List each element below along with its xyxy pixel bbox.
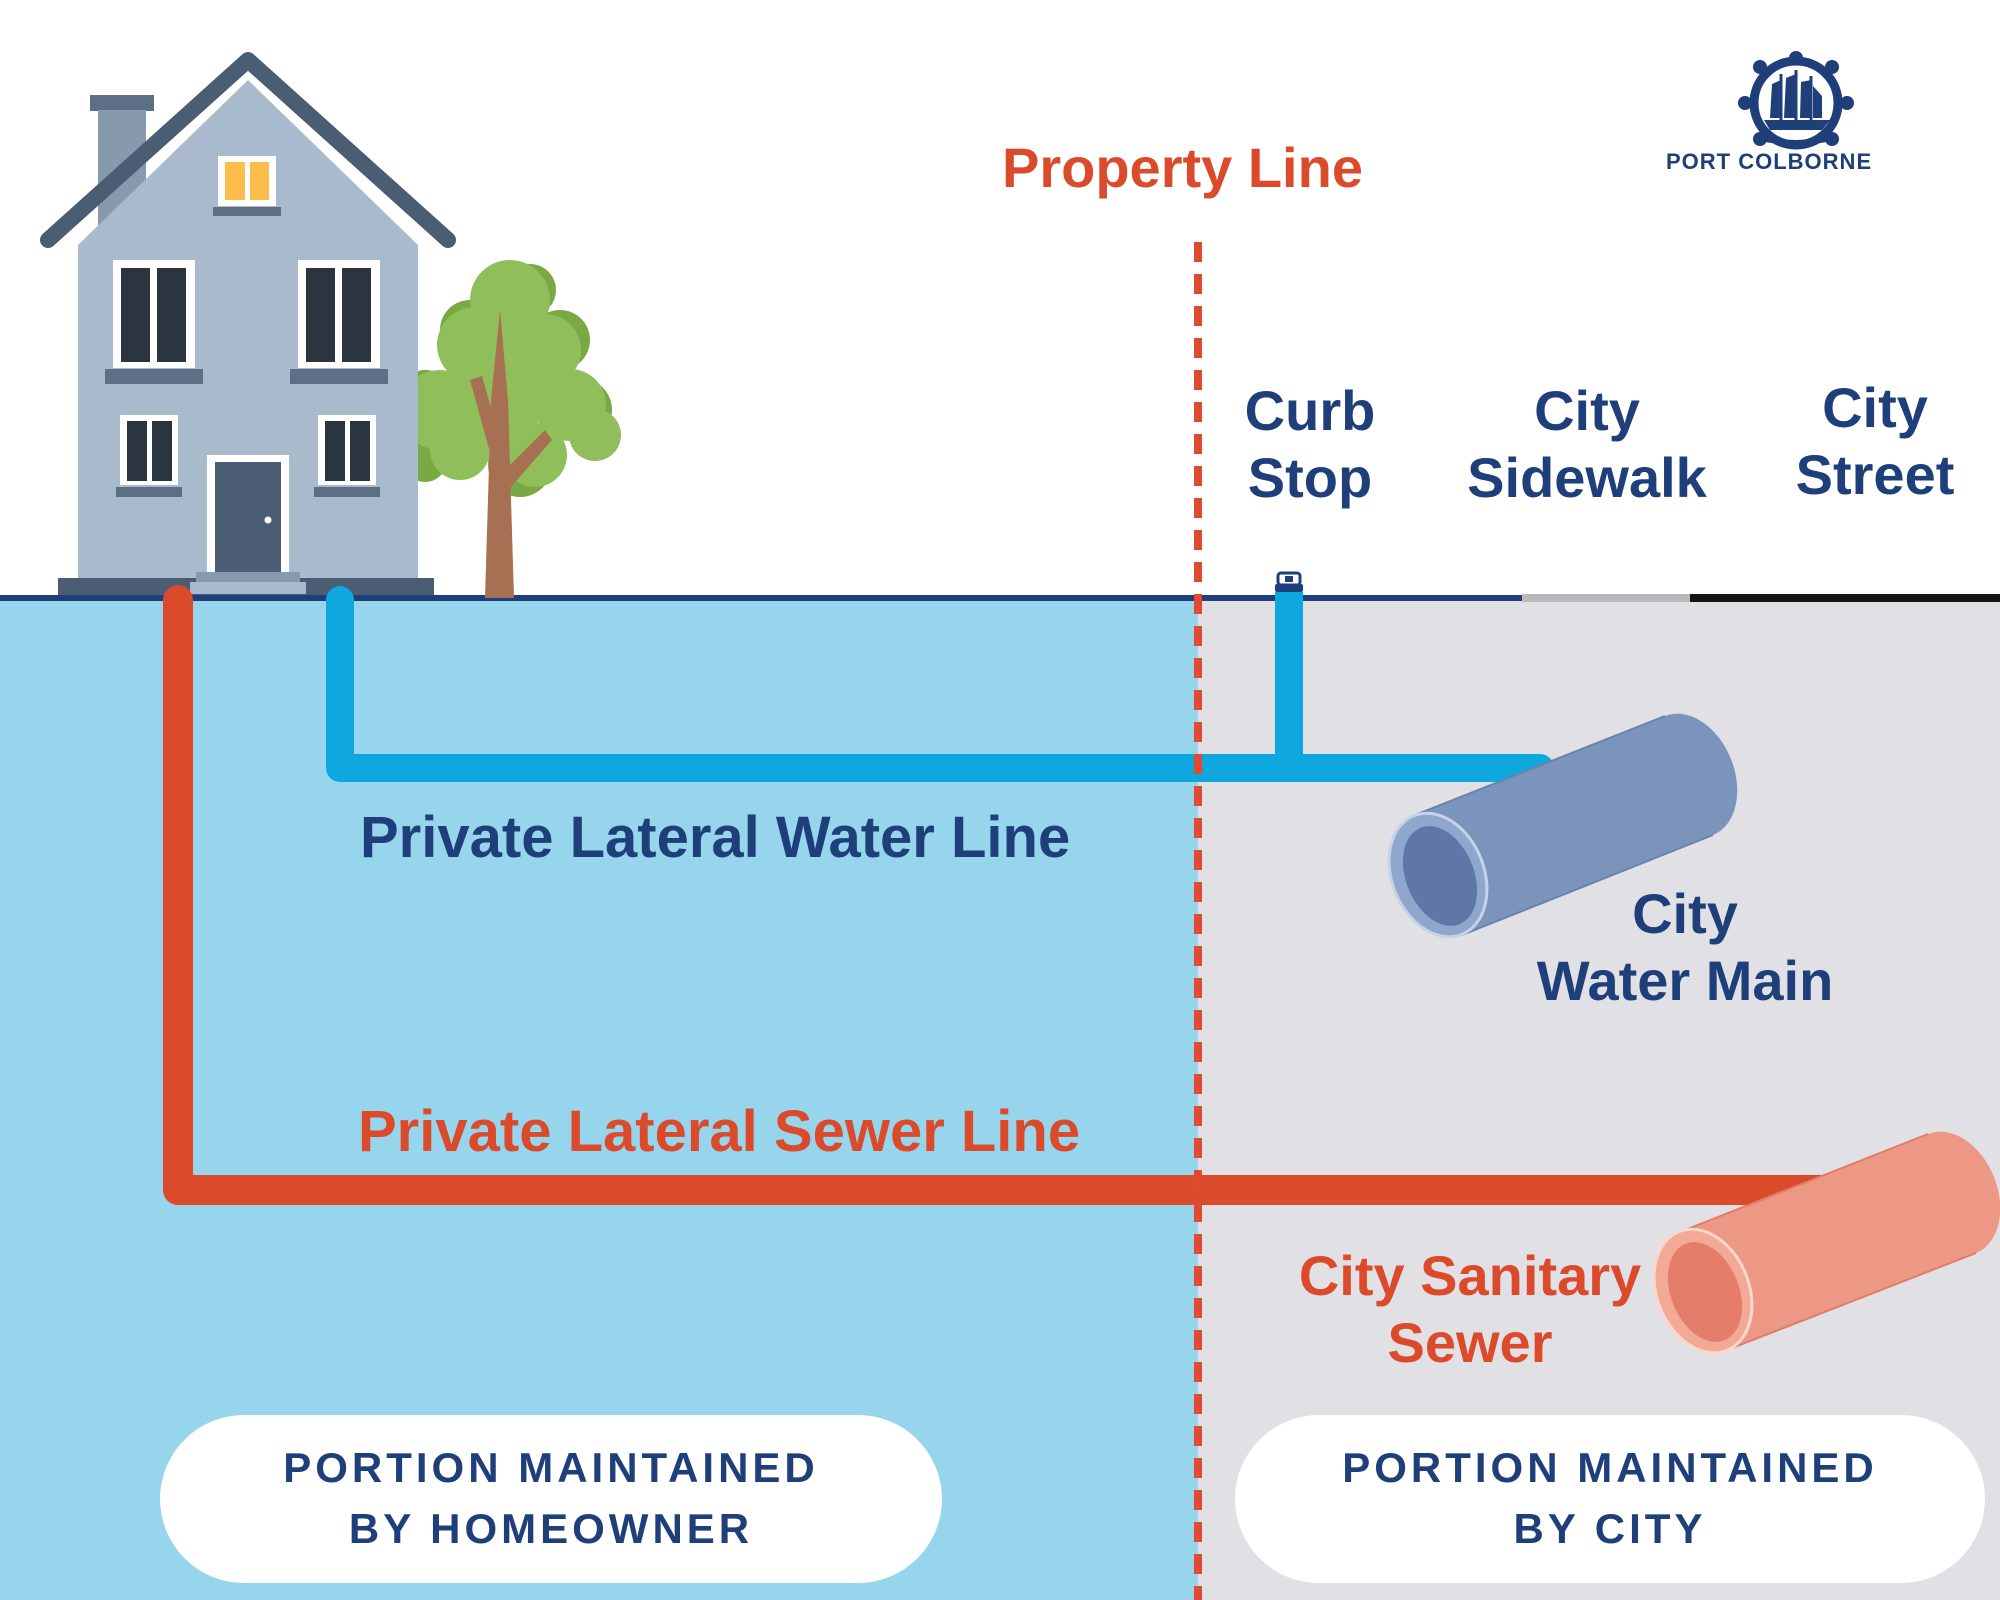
city-sanitary-sewer-pipe <box>1652 1131 2000 1355</box>
tree <box>395 260 621 598</box>
city-portion-badge: PORTION MAINTAINED BY CITY <box>1235 1415 1985 1583</box>
curb-stop-label: Curb Stop <box>1244 379 1376 510</box>
private-water-line-label: Private Lateral Water Line <box>360 805 1071 870</box>
city-water-main-pipe <box>1387 713 1738 939</box>
private-sewer-line-label: Private Lateral Sewer Line <box>358 1099 1081 1164</box>
homeowner-portion-badge: PORTION MAINTAINED BY HOMEOWNER <box>160 1415 942 1583</box>
private-sewer-line <box>163 585 1885 1205</box>
port-colborne-logo-text: PORT COLBORNE <box>1666 149 1873 174</box>
port-colborne-logo-emblem <box>1738 51 1854 150</box>
city-sanitary-sewer-label: City Sanitary Sewer <box>1298 1244 1642 1375</box>
private-water-line <box>326 586 1554 782</box>
curb-stop-valve <box>1275 571 1303 592</box>
city-water-main-label: City Water Main <box>1536 882 1834 1013</box>
house <box>40 52 456 595</box>
city-sidewalk-label: City Sidewalk <box>1467 379 1707 510</box>
property-line-label: Property Line <box>1002 136 1363 199</box>
city-street-label: City Street <box>1795 376 1955 507</box>
